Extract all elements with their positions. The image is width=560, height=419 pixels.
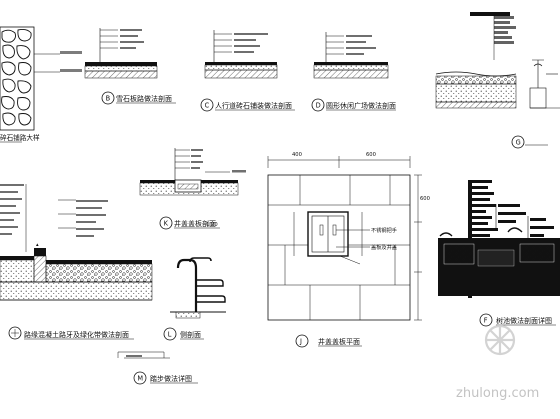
detail-g-marker	[511, 135, 525, 149]
watermark-text: zhulong.com	[456, 386, 539, 401]
detail-a-section: ▴ 路缘混凝土路牙及绿化带做法剖面	[0, 184, 153, 340]
plan-label-cover: 盖板及井盖	[371, 243, 397, 251]
detail-k-marker	[159, 216, 173, 230]
detail-g-letter: G	[516, 138, 521, 146]
plan-label-handle: 不锈钢把手	[371, 226, 397, 234]
detail-k-letter: K	[164, 219, 169, 227]
detail-b-section: B 雪石板路做法剖面	[84, 28, 176, 105]
detail-k-title: 井盖盖板剖面	[174, 219, 216, 228]
watermark: zhulong.com	[456, 324, 539, 401]
detail-c-letter: C	[205, 101, 210, 109]
detail-f-letter: F	[484, 316, 488, 324]
stone-paving-detail: 碎石铺路大样	[0, 26, 82, 143]
detail-j-marker	[295, 334, 309, 348]
detail-b-letter: B	[106, 94, 111, 102]
plan-dim-right: 600	[420, 196, 430, 202]
detail-b-marker	[101, 91, 115, 105]
detail-d-letter: D	[316, 101, 321, 109]
detail-l-marker	[163, 327, 177, 341]
detail-l-title: 侧剖面	[180, 330, 201, 339]
detail-b-title: 雪石板路做法剖面	[116, 94, 172, 103]
detail-m-marker	[133, 371, 147, 385]
detail-g-section: G	[435, 12, 560, 149]
plan-dim-top-left: 400	[292, 152, 302, 158]
detail-m-title: 踏步做法详图	[150, 374, 192, 383]
detail-d-title: 圆形休闲广场做法剖面	[326, 101, 396, 110]
detail-f-section: F 树池做法剖面详图	[438, 180, 560, 327]
detail-j-title: 井盖盖板平面	[318, 337, 360, 346]
detail-l-letter: L	[168, 330, 172, 338]
detail-j-plan: 400 600 600 不锈钢把手 盖板及井盖 J	[267, 152, 430, 348]
detail-c-marker	[200, 98, 214, 112]
detail-a-title: 路缘混凝土路牙及绿化带做法剖面	[24, 330, 129, 339]
detail-f-title: 树池做法剖面详图	[496, 316, 552, 325]
detail-d-marker	[311, 98, 325, 112]
detail-m-letter: M	[137, 374, 143, 382]
detail-m-section: M 踏步做法详图	[117, 351, 198, 385]
detail-d-section: D 圆形休闲广场做法剖面	[311, 32, 396, 112]
watermark-logo-icon	[484, 324, 516, 356]
svg-text:▴: ▴	[36, 242, 39, 248]
detail-j-letter: J	[299, 337, 302, 345]
detail-k-section: K 井盖盖板剖面 1:20	[139, 148, 246, 230]
detail-c-title: 人行道砖石铺装做法剖面	[215, 101, 292, 110]
detail-f-marker	[479, 313, 493, 327]
detail-k-scale: 1:20	[206, 222, 218, 228]
detail-l-section: L 侧剖面	[163, 257, 226, 341]
plan-dim-top-right: 600	[366, 152, 376, 158]
stone-detail-title: 碎石铺路大样	[0, 133, 40, 142]
detail-c-section: C 人行道砖石铺装做法剖面	[200, 30, 295, 112]
